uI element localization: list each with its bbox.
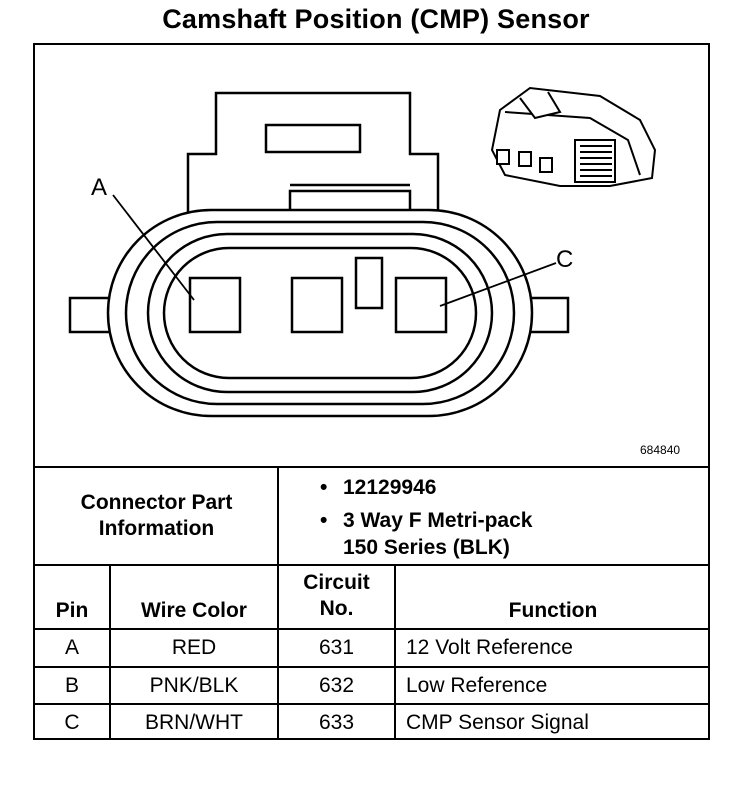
divider xyxy=(33,703,710,705)
row-c-wire: BRN/WHT xyxy=(145,711,243,734)
row-b-pin: B xyxy=(64,674,79,697)
divider xyxy=(277,564,279,740)
connector-desc-line2: 150 Series (BLK) xyxy=(343,536,510,559)
connector-desc-bullet: • xyxy=(320,509,328,532)
connector-desc-line1: 3 Way F Metri-pack xyxy=(343,509,533,532)
divider xyxy=(33,628,710,630)
row-c-function: CMP Sensor Signal xyxy=(406,711,589,734)
part-number: 12129946 xyxy=(343,476,437,499)
part-number-bullet: • xyxy=(320,476,328,499)
divider xyxy=(33,666,710,668)
row-b-wire: PNK/BLK xyxy=(149,674,239,697)
row-b-function: Low Reference xyxy=(406,674,548,697)
divider xyxy=(33,466,710,468)
connector-diagram: A C xyxy=(68,86,657,418)
row-c-pin: C xyxy=(64,711,80,734)
divider xyxy=(277,466,279,566)
row-a-wire: RED xyxy=(171,636,217,659)
row-a-circuit: 631 xyxy=(318,636,355,659)
connector-info-label: Connector Part Information xyxy=(80,491,233,540)
row-a-function: 12 Volt Reference xyxy=(406,636,573,659)
header-pin: Pin xyxy=(55,599,89,622)
header-function: Function xyxy=(508,599,598,622)
pin-a-callout: A xyxy=(91,174,107,201)
header-circuit: Circuit No. xyxy=(303,571,370,620)
divider xyxy=(394,564,396,740)
row-b-circuit: 632 xyxy=(318,674,355,697)
row-a-pin: A xyxy=(64,636,79,659)
divider xyxy=(33,564,710,566)
divider xyxy=(109,564,111,740)
row-c-circuit: 633 xyxy=(318,711,355,734)
page-title: Camshaft Position (CMP) Sensor xyxy=(162,4,590,34)
pin-c-callout: C xyxy=(556,246,573,273)
header-wire-color: Wire Color xyxy=(141,599,247,622)
diagram-frame xyxy=(33,43,710,740)
diagram-part-code: 684840 xyxy=(640,443,681,457)
